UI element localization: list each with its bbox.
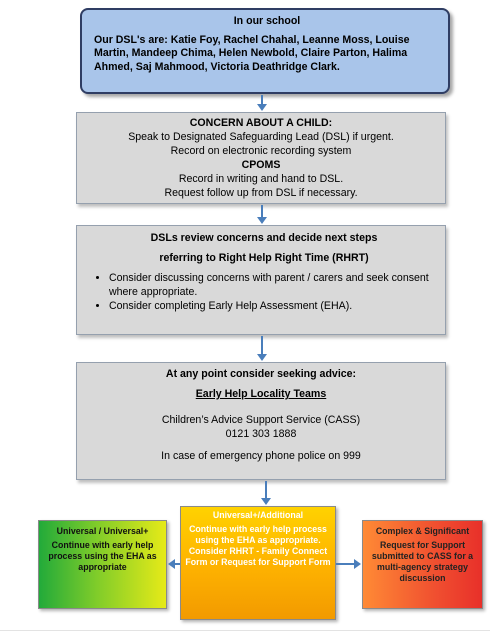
- arrowhead: [257, 354, 267, 361]
- concern-line-4: Request follow up from DSL if necessary.: [164, 187, 358, 199]
- dsl-review-list: Consider discussing concerns with parent…: [91, 271, 437, 313]
- additional-title: Universal+/Additional: [212, 510, 304, 520]
- advice-box: At any point consider seeking advice: Ea…: [76, 362, 446, 480]
- dsl-review-box: DSLs review concerns and decide next ste…: [76, 225, 446, 335]
- dsl-review-bullet: Consider completing Early Help Assessmen…: [109, 299, 437, 313]
- concern-box: CONCERN ABOUT A CHILD: Speak to Designat…: [76, 112, 446, 204]
- arrowhead: [354, 559, 361, 569]
- concern-line-2: Record on electronic recording system: [170, 145, 352, 157]
- universal-text: Continue with early help process using t…: [48, 540, 157, 572]
- dsl-review-subheading: referring to Right Help Right Time (RHRT…: [159, 252, 369, 264]
- cass-phone: 0121 303 1888: [225, 428, 297, 440]
- complex-box: Complex & Significant Request for Suppor…: [362, 520, 483, 609]
- complex-title: Complex & Significant: [375, 526, 470, 536]
- arrowhead: [257, 104, 267, 111]
- cpoms-label: CPOMS: [241, 159, 281, 171]
- arrowhead: [168, 559, 175, 569]
- additional-text: Continue with early help process using t…: [185, 524, 331, 567]
- concern-heading: CONCERN ABOUT A CHILD:: [189, 117, 333, 129]
- early-help-teams: Early Help Locality Teams: [195, 388, 327, 400]
- dsl-review-heading: DSLs review concerns and decide next ste…: [150, 232, 378, 244]
- advice-heading: At any point consider seeking advice:: [165, 368, 357, 380]
- emergency-note: In case of emergency phone police on 999: [161, 450, 361, 462]
- concern-line-1: Speak to Designated Safeguarding Lead (D…: [128, 131, 394, 143]
- universal-box: Universal / Universal+ Continue with ear…: [38, 520, 167, 609]
- arrowhead: [257, 217, 267, 224]
- dsl-review-bullet: Consider discussing concerns with parent…: [109, 271, 437, 299]
- divider: [0, 630, 490, 631]
- school-dsl-box: In our school Our DSL's are: Katie Foy, …: [80, 8, 450, 94]
- additional-box: Universal+/Additional Continue with earl…: [180, 506, 336, 620]
- school-title: In our school: [233, 15, 301, 27]
- concern-line-3: Record in writing and hand to DSL.: [178, 173, 344, 185]
- arrowhead: [261, 498, 271, 505]
- cass-name: Children’s Advice Support Service (CASS): [161, 414, 361, 426]
- universal-title: Universal / Universal+: [56, 526, 149, 536]
- complex-text: Request for Support submitted to CASS fo…: [371, 540, 474, 583]
- dsl-names: Our DSL's are: Katie Foy, Rachel Chahal,…: [94, 34, 410, 73]
